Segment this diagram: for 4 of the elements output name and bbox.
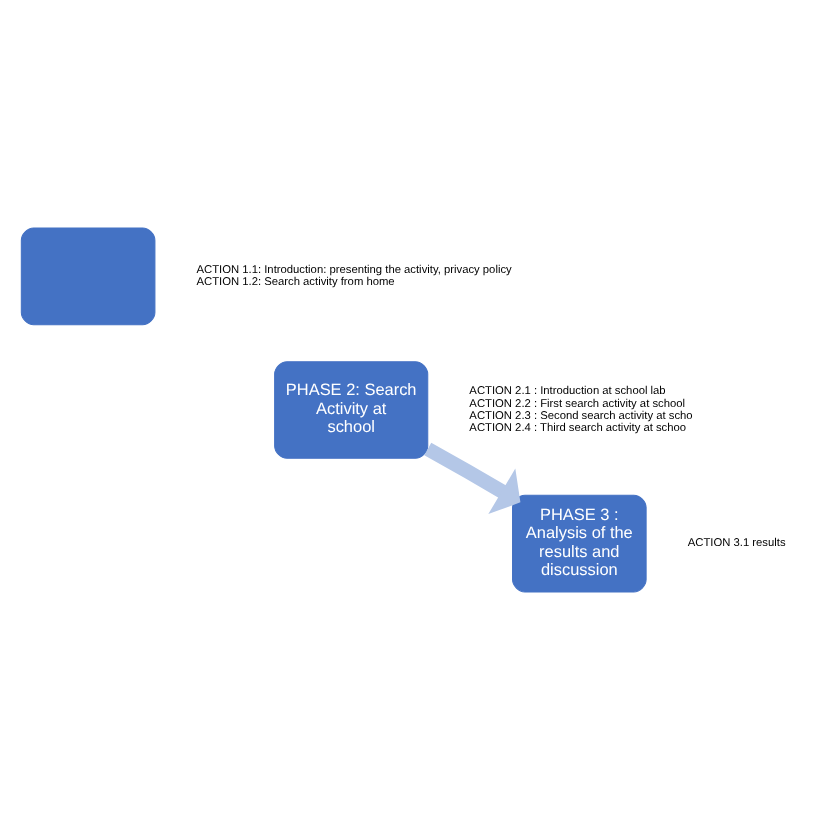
arrow xyxy=(424,441,521,514)
node-box: PHASE 2: Search Activity at school xyxy=(274,360,429,458)
node-box xyxy=(20,226,156,325)
node-box: PHASE 3 : Analysis of the results and discussion xyxy=(512,493,647,592)
